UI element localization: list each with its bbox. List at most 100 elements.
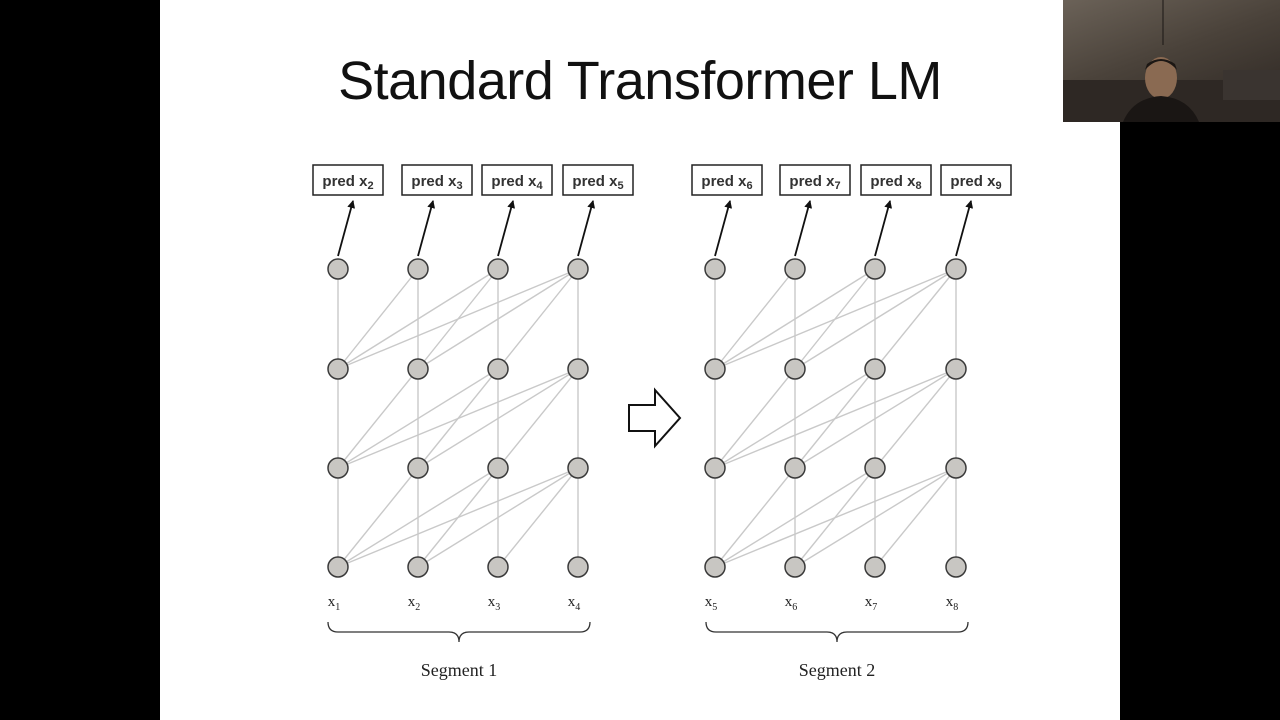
attention-edge bbox=[714, 268, 957, 370]
hidden-state-node bbox=[864, 258, 886, 280]
hidden-state-node bbox=[704, 457, 726, 479]
hidden-state-node bbox=[327, 457, 349, 479]
hidden-state-node bbox=[487, 258, 509, 280]
prediction-arrow bbox=[337, 200, 356, 257]
attention-edge bbox=[794, 467, 957, 568]
attention-edge bbox=[874, 368, 957, 469]
attention-edge bbox=[337, 368, 579, 469]
input-token-label: x7 bbox=[865, 594, 878, 613]
pred-box bbox=[691, 164, 763, 196]
prediction-arrow bbox=[794, 200, 813, 257]
hidden-state-node bbox=[487, 358, 509, 380]
hidden-state-node bbox=[945, 358, 967, 380]
attention-edge bbox=[497, 268, 579, 370]
attention-edge bbox=[794, 268, 957, 370]
attention-edge bbox=[497, 368, 579, 469]
hidden-state-node bbox=[784, 457, 806, 479]
hidden-state-node bbox=[327, 258, 349, 280]
segment-label: Segment 2 bbox=[799, 660, 876, 680]
attention-edge bbox=[714, 467, 796, 568]
attention-edge bbox=[714, 368, 796, 469]
prediction-arrow bbox=[497, 200, 516, 257]
attention-edge bbox=[417, 268, 579, 370]
pred-box bbox=[779, 164, 851, 196]
attention-edge bbox=[337, 368, 499, 469]
segment-2 bbox=[714, 268, 957, 568]
input-token-label: x6 bbox=[785, 594, 798, 613]
attention-edge bbox=[714, 268, 876, 370]
pred-label: pred x9 bbox=[950, 173, 1001, 192]
input-token-label: x4 bbox=[568, 594, 581, 613]
attention-edge bbox=[337, 467, 499, 568]
segment-brace bbox=[327, 621, 591, 643]
hidden-state-node bbox=[704, 556, 726, 578]
hidden-state-node bbox=[704, 258, 726, 280]
hidden-state-node bbox=[945, 457, 967, 479]
presenter-video bbox=[1063, 0, 1280, 122]
attention-edge bbox=[337, 467, 419, 568]
pred-label: pred x2 bbox=[322, 173, 373, 192]
slide-title: Standard Transformer LM bbox=[338, 51, 942, 111]
segment-label: Segment 1 bbox=[421, 660, 498, 680]
prediction-arrow bbox=[714, 200, 733, 257]
pred-label: pred x4 bbox=[491, 173, 543, 192]
input-token-label: x8 bbox=[946, 594, 959, 613]
hidden-state-node bbox=[704, 358, 726, 380]
pred-label: pred x7 bbox=[789, 173, 840, 192]
input-token-label: x5 bbox=[705, 594, 718, 613]
attention-edge bbox=[714, 467, 876, 568]
attention-edge bbox=[337, 268, 419, 370]
hidden-state-node bbox=[327, 358, 349, 380]
attention-edge bbox=[337, 467, 579, 568]
attention-edge bbox=[714, 268, 796, 370]
pred-box bbox=[401, 164, 473, 196]
prediction-arrow bbox=[955, 200, 974, 257]
prediction-arrow bbox=[874, 200, 893, 257]
hidden-state-node bbox=[567, 258, 589, 280]
input-token-label: x3 bbox=[488, 594, 501, 613]
attention-edge bbox=[497, 467, 579, 568]
attention-edge bbox=[874, 268, 957, 370]
prediction-arrow bbox=[417, 200, 436, 257]
prediction-arrow bbox=[577, 200, 596, 257]
hidden-state-node bbox=[945, 556, 967, 578]
hidden-state-node bbox=[567, 358, 589, 380]
pred-box bbox=[562, 164, 634, 196]
hidden-state-node bbox=[407, 358, 429, 380]
hidden-state-node bbox=[487, 556, 509, 578]
pred-box bbox=[312, 164, 384, 196]
attention-edge bbox=[417, 368, 579, 469]
pred-box bbox=[481, 164, 553, 196]
pred-label: pred x5 bbox=[572, 173, 623, 192]
pred-label: pred x3 bbox=[411, 173, 462, 192]
hidden-state-node bbox=[407, 556, 429, 578]
hidden-state-node bbox=[864, 556, 886, 578]
attention-edge bbox=[874, 467, 957, 568]
segment-1 bbox=[337, 268, 579, 568]
attention-edge bbox=[417, 467, 579, 568]
input-token-label: x1 bbox=[328, 594, 341, 613]
hidden-state-node bbox=[487, 457, 509, 479]
hidden-state-node bbox=[784, 556, 806, 578]
hidden-state-node bbox=[567, 556, 589, 578]
attention-edge bbox=[337, 268, 499, 370]
pred-label: pred x6 bbox=[701, 173, 752, 192]
hidden-state-node bbox=[327, 556, 349, 578]
webcam-feed bbox=[1063, 0, 1280, 122]
hidden-state-node bbox=[784, 358, 806, 380]
hidden-state-node bbox=[407, 258, 429, 280]
hidden-state-node bbox=[407, 457, 429, 479]
hidden-state-node bbox=[864, 457, 886, 479]
hidden-state-node bbox=[784, 258, 806, 280]
hidden-state-node bbox=[864, 358, 886, 380]
pred-box bbox=[860, 164, 932, 196]
pred-label: pred x8 bbox=[870, 173, 921, 192]
attention-edge bbox=[794, 368, 957, 469]
attention-edge bbox=[337, 368, 419, 469]
pred-box bbox=[940, 164, 1012, 196]
attention-edge bbox=[337, 268, 579, 370]
attention-edge bbox=[714, 368, 876, 469]
transition-arrow bbox=[628, 387, 682, 449]
hidden-state-node bbox=[567, 457, 589, 479]
